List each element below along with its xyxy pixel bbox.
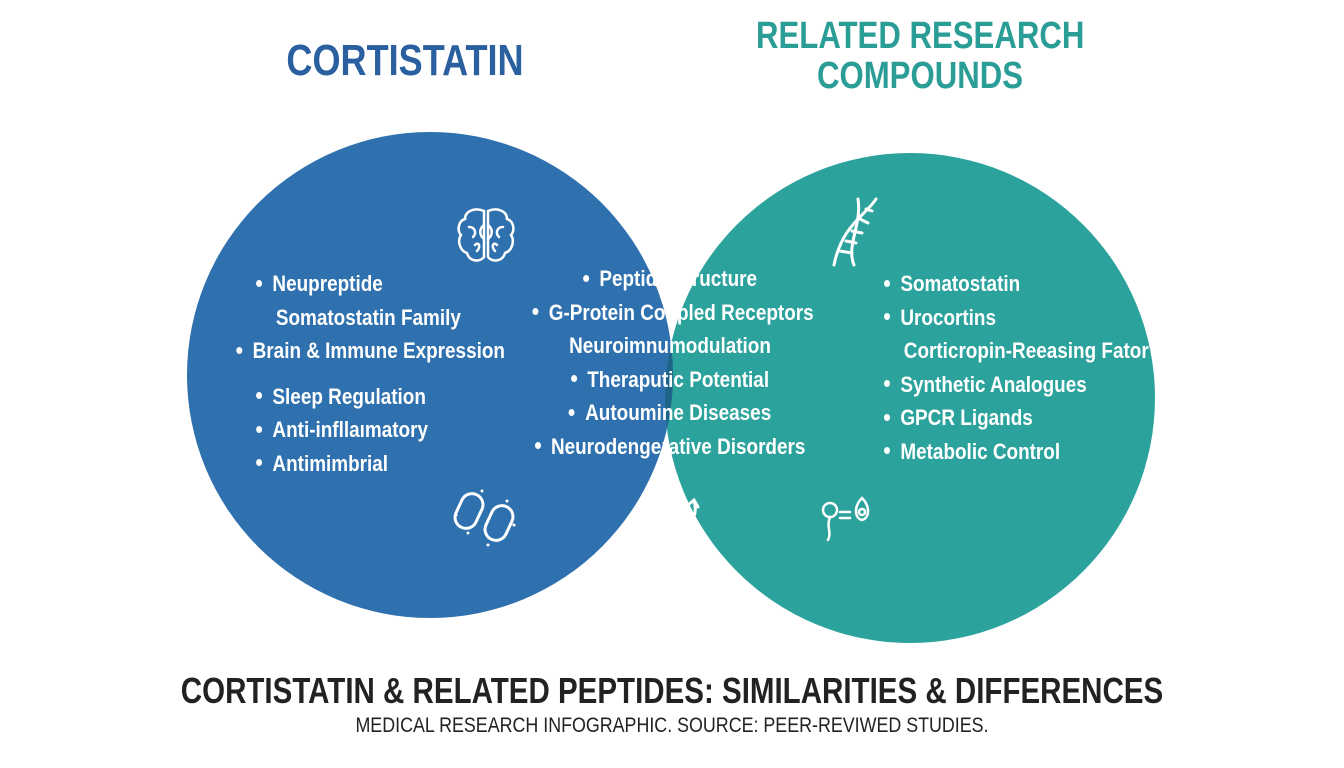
list-item: Corticropin-Reeasing Fator <box>903 338 1149 363</box>
dna-icon <box>832 197 878 267</box>
overlap-list: Peptide Structure G-Protein Coupled Rece… <box>510 262 830 463</box>
list-item: Antimimbrial <box>232 447 481 481</box>
list-item: Theraputic Potential <box>532 363 807 397</box>
therapy-cycle-icon <box>640 480 700 536</box>
list-item: Metabolic Control <box>884 435 1142 469</box>
brain-icon <box>457 208 515 262</box>
list-item: Synthetic Analogues <box>884 368 1142 402</box>
right-title-line1: RELATED RESEARCH <box>756 15 1085 57</box>
list-item: Autoumine Diseases <box>532 396 807 430</box>
list-item: Brain & Immune Expression <box>232 334 505 368</box>
list-item: Somatostatin Family <box>275 304 461 330</box>
list-item: Somatostatin <box>884 267 1142 301</box>
list-item: Urocortins <box>884 301 1142 335</box>
bacteria-icon <box>453 489 516 547</box>
list-item: GPCR Ligands <box>884 401 1142 435</box>
right-title-line2: COMPOUNDS <box>816 55 1023 97</box>
list-item: G-Protein Coupled Receptors <box>532 296 814 330</box>
left-circle <box>187 132 673 618</box>
cell-signaling-icon <box>821 496 870 542</box>
list-item: Neupreptide <box>232 267 481 301</box>
footer-title: CORTISTATIN & RELATED PEPTIDES: SIMILARI… <box>180 670 1164 711</box>
right-title: RELATED RESEARCH COMPOUNDS <box>756 16 1084 96</box>
list-item: Neuroimnumodulation <box>569 333 771 358</box>
right-circle <box>665 153 1155 643</box>
list-item: Anti-infllaımatory <box>232 413 481 447</box>
footer-subtitle: MEDICAL RESEARCH INFOGRAPHIC. SOURCE: PE… <box>355 714 989 737</box>
list-item: Peptide Structure <box>532 262 807 296</box>
right-list: Somatostatin Urocortins Corticropin-Reea… <box>884 267 1184 468</box>
list-item: Neurodengerative Disorders <box>532 430 807 464</box>
list-item: Sleep Regulation <box>232 380 481 414</box>
left-list: Neupreptide Somatostatin Family Brain & … <box>232 267 522 480</box>
left-title: CORTISTATIN <box>286 36 524 85</box>
